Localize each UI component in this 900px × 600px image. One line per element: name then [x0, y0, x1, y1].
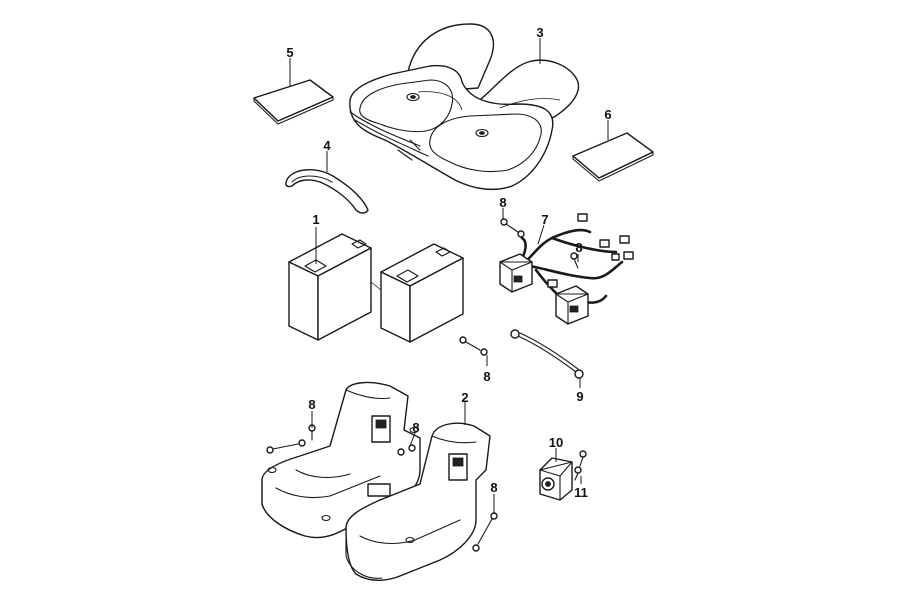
screw-8f: [472, 512, 498, 552]
callout-8a: 8: [499, 195, 506, 210]
part-9-cable: [510, 329, 584, 379]
screw-8e: [397, 444, 416, 456]
part-4-handle: [285, 169, 369, 214]
part-7-wiring-harness: [499, 213, 634, 325]
screw-8d: [266, 424, 316, 454]
screw-8a: [500, 218, 525, 238]
callout-8b: 8: [575, 240, 582, 255]
callout-7: 7: [541, 212, 548, 227]
callout-11: 11: [574, 485, 588, 500]
screw-8c: [459, 336, 488, 356]
callout-labels: 1 2 3 4 5 6 7 8 8 8 8 8 8 9 10 11: [286, 25, 611, 500]
callout-4: 4: [323, 138, 331, 153]
callout-8d: 8: [308, 397, 315, 412]
callout-10: 10: [549, 435, 563, 450]
callout-8f: 8: [490, 480, 497, 495]
part-3-seat-cushion: [349, 23, 580, 191]
callout-5: 5: [286, 45, 293, 60]
part-1-batteries: [288, 233, 464, 343]
part-8-screws: [266, 218, 579, 552]
callout-1: 1: [312, 212, 319, 227]
callout-8e: 8: [412, 420, 419, 435]
part-2-battery-tray: [261, 381, 491, 581]
callout-6: 6: [604, 107, 611, 122]
part-10-relay: [539, 457, 573, 501]
leader-lines: [289, 38, 609, 514]
screw-8b: [570, 252, 579, 269]
part-5-sheet: [253, 79, 334, 125]
callout-3: 3: [536, 25, 543, 40]
callout-9: 9: [576, 389, 583, 404]
part-11-fasteners: [574, 450, 587, 481]
part-6-sheet: [572, 132, 654, 182]
callout-2: 2: [461, 390, 468, 405]
callout-8c: 8: [483, 369, 490, 384]
